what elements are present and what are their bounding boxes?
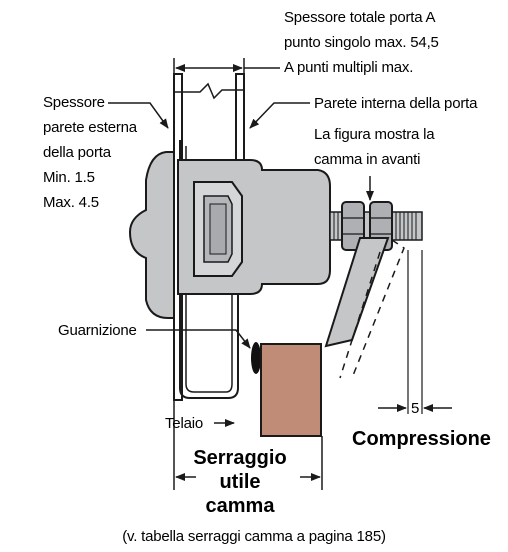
cam-block	[260, 343, 322, 437]
cam-forward-label-line2: camma in avanti	[314, 151, 421, 168]
single-point-max: punto singolo max. 54,5	[284, 34, 439, 51]
inner-wall-label: Parete interna della porta	[314, 95, 478, 112]
total-thickness-title: Spessore totale porta A	[284, 9, 436, 26]
outer-wall-label-line3: della porta	[43, 144, 111, 161]
compression-value: 5	[411, 400, 420, 417]
frame-label: Telaio	[165, 415, 203, 432]
outer-wall-label-line2: parete esterna	[43, 119, 137, 136]
outer-wall-leader	[108, 102, 169, 129]
cam-arm-dashed	[339, 239, 405, 379]
grip-label-line1: Serraggio	[193, 447, 287, 469]
multi-point-max: A punti multipli max.	[284, 59, 414, 76]
gasket-leader	[146, 329, 251, 349]
gasket-label: Guarnizione	[58, 322, 137, 339]
footnote: (v. tabella serraggi camma a pagina 185)	[122, 528, 386, 545]
cam-forward-label-line1: La figura mostra la	[314, 126, 435, 143]
outer-wall-min: Min. 1.5	[43, 169, 95, 186]
grip-label-line3: camma	[205, 495, 275, 517]
inner-wall-leader	[249, 102, 310, 129]
gasket	[251, 342, 261, 374]
compression-label: Compressione	[352, 428, 491, 450]
break-line	[174, 82, 244, 100]
outer-wall-label-line1: Spessore	[43, 94, 105, 111]
handle-knob	[128, 151, 177, 319]
grip-label-line2: utile	[219, 471, 261, 493]
outer-wall-max: Max. 4.5	[43, 194, 99, 211]
nut-outer	[341, 201, 365, 251]
